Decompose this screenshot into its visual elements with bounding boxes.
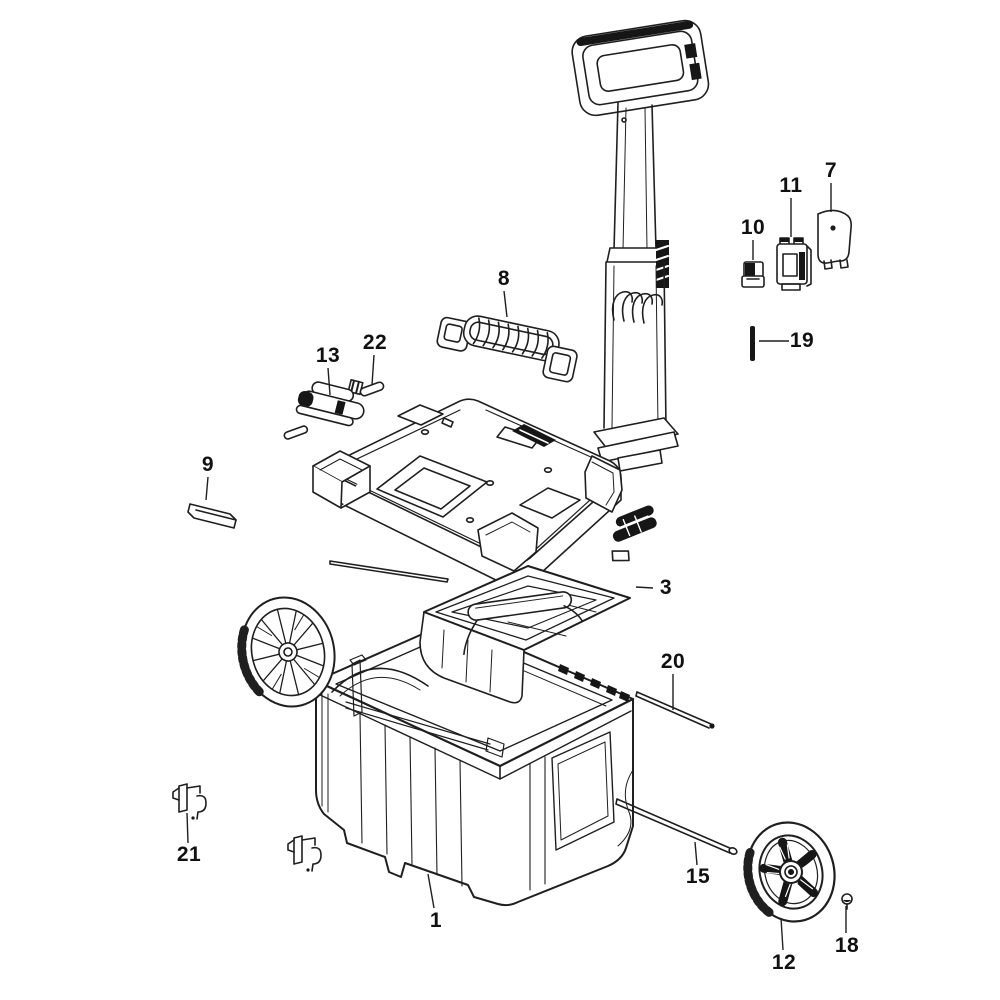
lid-latch-part [611,505,657,562]
clip-part10 [741,261,765,288]
callout-13-label: 13 [315,344,341,367]
callout-18-label: 18 [834,934,860,957]
side-plate-part7 [817,209,852,270]
telescoping-handle [571,19,710,472]
callout-1-label: 1 [429,909,443,932]
wheel-tread [743,848,774,918]
inner-tray-part3 [419,565,631,704]
callout-19-label: 19 [789,329,815,352]
clip-part21-b [287,835,322,873]
callout-9-label: 9 [201,453,215,476]
callout-7-label: 7 [824,159,838,182]
callout-21-label: 21 [176,843,202,866]
axle-part15 [615,798,738,855]
main-box-part1 [314,620,635,907]
lid-corner-bumper-left [312,450,371,509]
leader-lines [186,183,847,951]
left-wheel [237,596,336,708]
cap-part18 [841,893,853,910]
latch-part13 [295,379,365,427]
callout-22-label: 22 [362,331,388,354]
lid-carry-handle-part8 [436,315,578,383]
callout-12-label: 12 [771,951,797,974]
callout-8-label: 8 [497,267,511,290]
grip-shading [576,20,694,47]
lid-corner-bumper-front [477,512,539,572]
wheel-spokes [759,837,819,906]
wheel-part12 [743,821,836,923]
loose-pin [283,425,309,440]
pin-part19 [750,326,755,361]
callout-10-label: 10 [740,216,766,239]
lid-assembly [312,398,623,590]
lower-tube [603,261,667,429]
pin-part22 [359,381,385,397]
callout-3-label: 3 [659,576,673,599]
strip-part9 [187,503,237,529]
left-wheel-tread [237,625,266,699]
long-hinge-pin [329,560,449,583]
bracket-part11 [776,237,812,291]
callout-20-label: 20 [660,650,686,673]
clip-part21-a [172,783,207,821]
upper-tube [613,102,657,251]
callout-11-label: 11 [779,174,803,197]
left-wheel-spokes [251,608,325,696]
rod-part20 [635,691,715,729]
callout-15-label: 15 [685,865,711,888]
lid-corner-bumper-right [584,455,623,513]
